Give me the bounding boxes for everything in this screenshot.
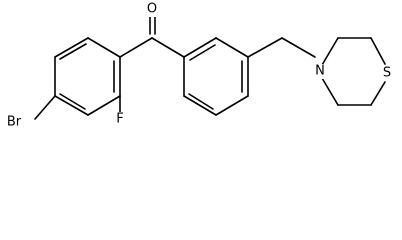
thiomorpholine-bond-1 (321, 37, 339, 66)
atom-labels: O Br F N S (3, 2, 394, 130)
oxygen-label: O (147, 2, 157, 17)
sulfur-label: S (383, 66, 391, 81)
bond-carbonyl-right-ring (151, 37, 185, 58)
bond-to-bromine (34, 95, 56, 120)
structure-diagram: O Br F N S (3, 1, 394, 130)
bond-ring-to-ch2 (247, 37, 283, 58)
right-ring-bond-4 (215, 95, 249, 116)
left-ring-bond-3 (54, 95, 89, 116)
bond-carbonyl-left-ring (119, 37, 153, 58)
right-ring-bond-1 (183, 37, 217, 58)
fluorine-label: F (116, 112, 123, 127)
thiomorpholine-bond-3 (370, 37, 386, 65)
bond-ch2-to-nitrogen (281, 37, 316, 58)
thiomorpholine-bond-4 (370, 81, 386, 106)
bonds (34, 12, 386, 120)
thiomorpholine-bond-6 (321, 77, 339, 106)
left-ring-bond-2 (87, 95, 121, 116)
bromine-label: Br (7, 115, 22, 130)
right-ring-inner-3 (188, 93, 214, 110)
right-ring-bond-5 (183, 95, 217, 116)
nitrogen-label: N (315, 64, 325, 79)
right-ring-bond-2 (215, 37, 249, 58)
left-ring-inner-3 (59, 43, 87, 60)
left-ring-bond-6 (87, 37, 121, 58)
left-ring-inner-2 (59, 93, 86, 110)
right-ring-inner-1 (189, 44, 216, 61)
left-ring-bond-5 (54, 37, 89, 58)
